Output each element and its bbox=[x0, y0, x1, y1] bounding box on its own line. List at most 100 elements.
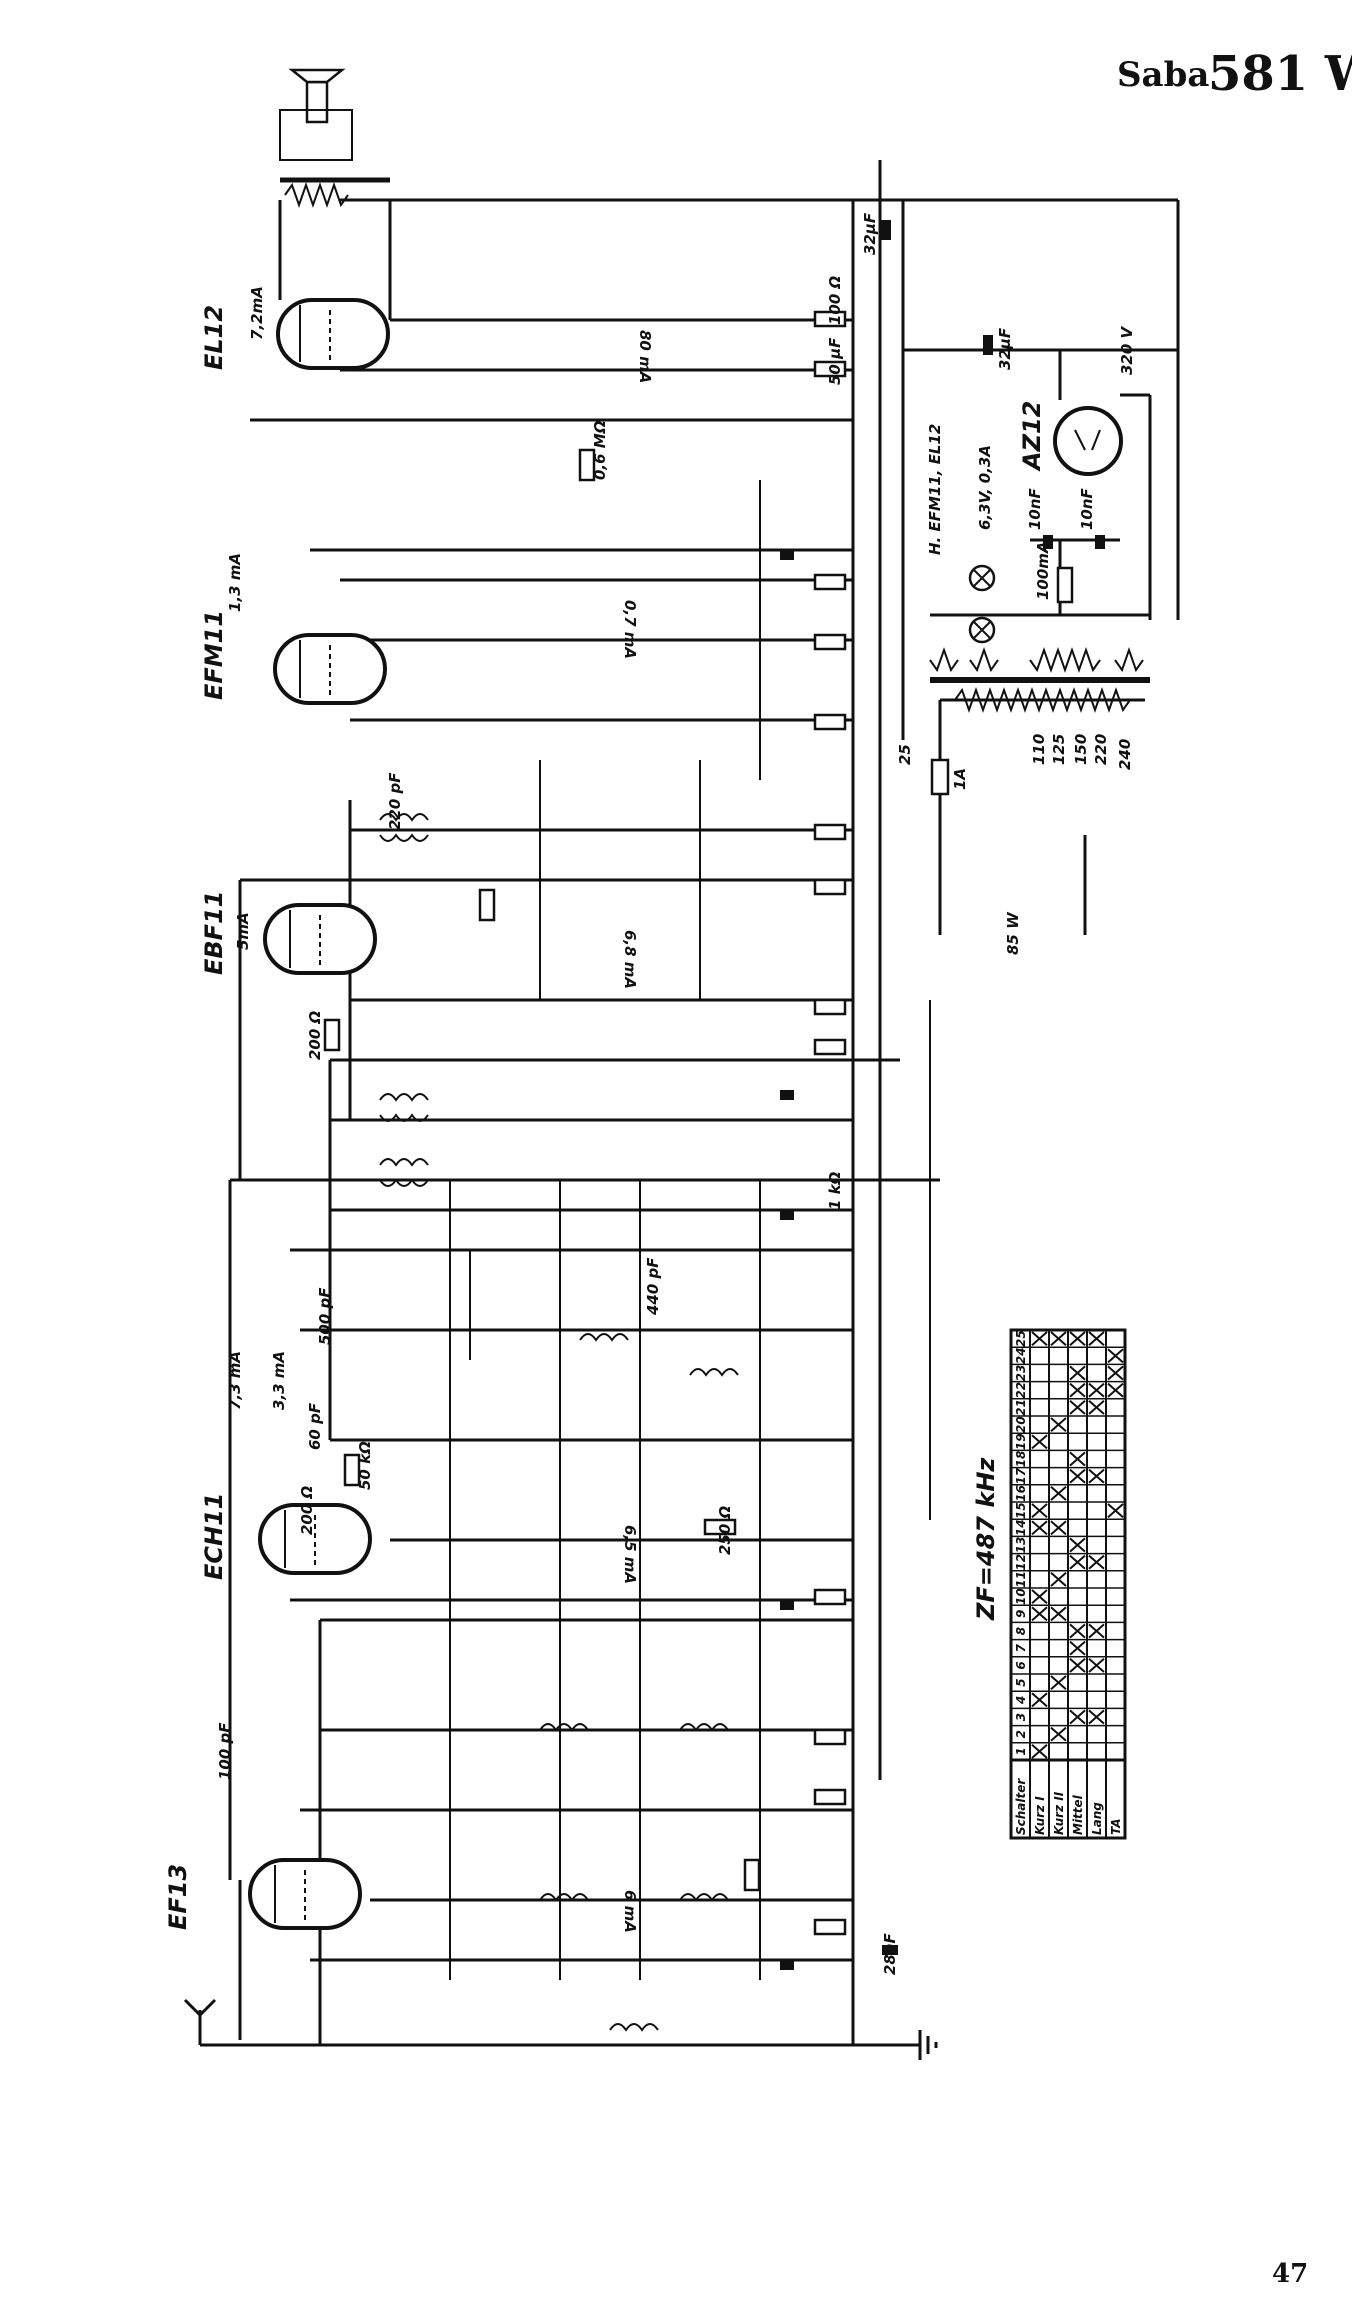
svg-text:7,3 mA: 7,3 mA bbox=[226, 1351, 244, 1410]
switch-closed-mark bbox=[1031, 1606, 1048, 1622]
svg-text:32µF: 32µF bbox=[996, 327, 1014, 370]
table-column-number: 17 bbox=[1014, 1467, 1028, 1484]
switch-closed-mark bbox=[1069, 1468, 1086, 1484]
table-column-number: 10 bbox=[1014, 1588, 1028, 1605]
mains-fuse bbox=[930, 758, 950, 796]
table-column-number: 15 bbox=[1014, 1502, 1028, 1519]
svg-text:28nF: 28nF bbox=[881, 1932, 899, 1975]
table-column-number: 13 bbox=[1014, 1537, 1028, 1554]
ground-icon bbox=[900, 2030, 938, 2060]
svg-text:240: 240 bbox=[1116, 739, 1134, 770]
switch-closed-mark bbox=[1050, 1572, 1067, 1587]
switch-closed-mark bbox=[1069, 1451, 1086, 1467]
svg-text:320 V: 320 V bbox=[1118, 325, 1136, 375]
brand-label: Saba bbox=[1117, 55, 1209, 95]
svg-text:100 pF: 100 pF bbox=[216, 1722, 234, 1780]
switch-closed-mark bbox=[1069, 1382, 1086, 1398]
table-row-label: Kurz I bbox=[1033, 1796, 1047, 1835]
components bbox=[323, 220, 1105, 1970]
svg-text:100 Ω: 100 Ω bbox=[826, 275, 844, 325]
model-label: 581 WK bbox=[1208, 46, 1352, 102]
tube-ebf11 bbox=[263, 903, 377, 975]
svg-text:200 Ω: 200 Ω bbox=[298, 1485, 316, 1535]
svg-text:6,8 mA: 6,8 mA bbox=[621, 930, 639, 989]
table-column-number: 23 bbox=[1014, 1365, 1028, 1382]
table-header-label: Schalter bbox=[1014, 1778, 1028, 1835]
table-column-number: 24 bbox=[1014, 1347, 1028, 1364]
if-transformers bbox=[379, 813, 739, 2032]
switch-closed-mark bbox=[1088, 1658, 1105, 1673]
switch-closed-mark bbox=[1088, 1468, 1105, 1484]
svg-text:5mA: 5mA bbox=[234, 912, 252, 950]
svg-text:3,3 mA: 3,3 mA bbox=[270, 1351, 288, 1410]
tube-az12 bbox=[1053, 406, 1123, 476]
svg-text:60 pF: 60 pF bbox=[306, 1402, 324, 1450]
table-column-number: 8 bbox=[1014, 1627, 1028, 1635]
tube-el12 bbox=[276, 298, 390, 370]
table-column-number: 18 bbox=[1014, 1451, 1028, 1468]
switch-closed-mark bbox=[1088, 1382, 1105, 1398]
power-transformer bbox=[929, 646, 1150, 714]
table-column-number: 14 bbox=[1014, 1519, 1028, 1536]
component-labels: 32µF 32µF 320 V 80 mA 100 Ω 50 µF 0,6 MΩ… bbox=[216, 212, 1136, 1975]
switch-closed-mark bbox=[1050, 1675, 1067, 1690]
table-column-number: 25 bbox=[1014, 1330, 1028, 1347]
switch-closed-mark bbox=[1031, 1503, 1048, 1518]
svg-text:1A: 1A bbox=[951, 768, 969, 790]
table-column-number: 4 bbox=[1014, 1696, 1028, 1705]
svg-text:6 mA: 6 mA bbox=[621, 1890, 639, 1933]
switch-closed-mark bbox=[1069, 1623, 1086, 1639]
switch-closed-mark bbox=[1031, 1434, 1048, 1450]
svg-text:150: 150 bbox=[1072, 734, 1090, 765]
svg-text:85 W: 85 W bbox=[1004, 911, 1022, 955]
table-column-number: 2 bbox=[1014, 1730, 1028, 1738]
tube-ech11 bbox=[258, 1503, 372, 1575]
switch-table: Schalter12345678910111213141516171819202… bbox=[1009, 1328, 1127, 1840]
table-row-label: Mittel bbox=[1071, 1794, 1085, 1835]
rectifier-fuse bbox=[1056, 566, 1074, 604]
tube-label-ech11: ECH11 bbox=[200, 1493, 228, 1581]
table-column-number: 22 bbox=[1014, 1382, 1028, 1399]
switch-closed-mark bbox=[1088, 1554, 1105, 1570]
switch-closed-mark bbox=[1069, 1554, 1086, 1570]
switch-closed-mark bbox=[1069, 1365, 1086, 1381]
svg-text:32µF: 32µF bbox=[861, 212, 879, 255]
tube-efm11 bbox=[273, 633, 387, 705]
svg-text:125: 125 bbox=[1050, 734, 1068, 765]
switch-closed-mark bbox=[1088, 1623, 1105, 1639]
svg-text:50 µF: 50 µF bbox=[826, 337, 844, 385]
switch-closed-mark bbox=[1031, 1331, 1048, 1346]
svg-text:1 kΩ: 1 kΩ bbox=[826, 1171, 844, 1210]
svg-text:0,7 mA: 0,7 mA bbox=[621, 600, 639, 659]
switch-closed-mark bbox=[1069, 1709, 1086, 1725]
table-column-number: 11 bbox=[1014, 1571, 1028, 1588]
svg-text:10nF: 10nF bbox=[1078, 487, 1096, 530]
switch-closed-mark bbox=[1050, 1520, 1067, 1536]
tube-label-efm11: EFM11 bbox=[200, 610, 228, 700]
svg-text:25: 25 bbox=[896, 744, 914, 765]
table-column-number: 6 bbox=[1014, 1661, 1028, 1669]
switch-closed-mark bbox=[1050, 1417, 1067, 1432]
loudspeaker-icon bbox=[279, 68, 390, 209]
svg-text:100mA: 100mA bbox=[1034, 541, 1052, 600]
svg-text:H. EFM11, EL12: H. EFM11, EL12 bbox=[926, 424, 944, 555]
antenna-icon bbox=[183, 1998, 230, 2047]
switch-closed-mark bbox=[1107, 1382, 1124, 1398]
svg-text:10nF: 10nF bbox=[1026, 487, 1044, 530]
switch-closed-mark bbox=[1069, 1640, 1086, 1656]
table-column-number: 12 bbox=[1014, 1554, 1028, 1571]
table-column-number: 16 bbox=[1014, 1485, 1028, 1502]
table-column-number: 20 bbox=[1014, 1416, 1028, 1433]
switch-closed-mark bbox=[1031, 1589, 1048, 1604]
svg-text:200 Ω: 200 Ω bbox=[306, 1010, 324, 1060]
svg-text:0,6 MΩ: 0,6 MΩ bbox=[591, 420, 609, 480]
svg-text:110: 110 bbox=[1030, 734, 1048, 765]
switch-closed-mark bbox=[1050, 1606, 1067, 1622]
switch-closed-mark bbox=[1107, 1503, 1124, 1518]
tube-label-az12: AZ12 bbox=[1018, 401, 1046, 472]
svg-text:6,5 mA: 6,5 mA bbox=[621, 1525, 639, 1584]
svg-text:6,3V, 0,3A: 6,3V, 0,3A bbox=[976, 445, 994, 530]
table-column-number: 7 bbox=[1014, 1643, 1028, 1652]
if-frequency-label: ZF=487 kHz bbox=[972, 1457, 1000, 1621]
